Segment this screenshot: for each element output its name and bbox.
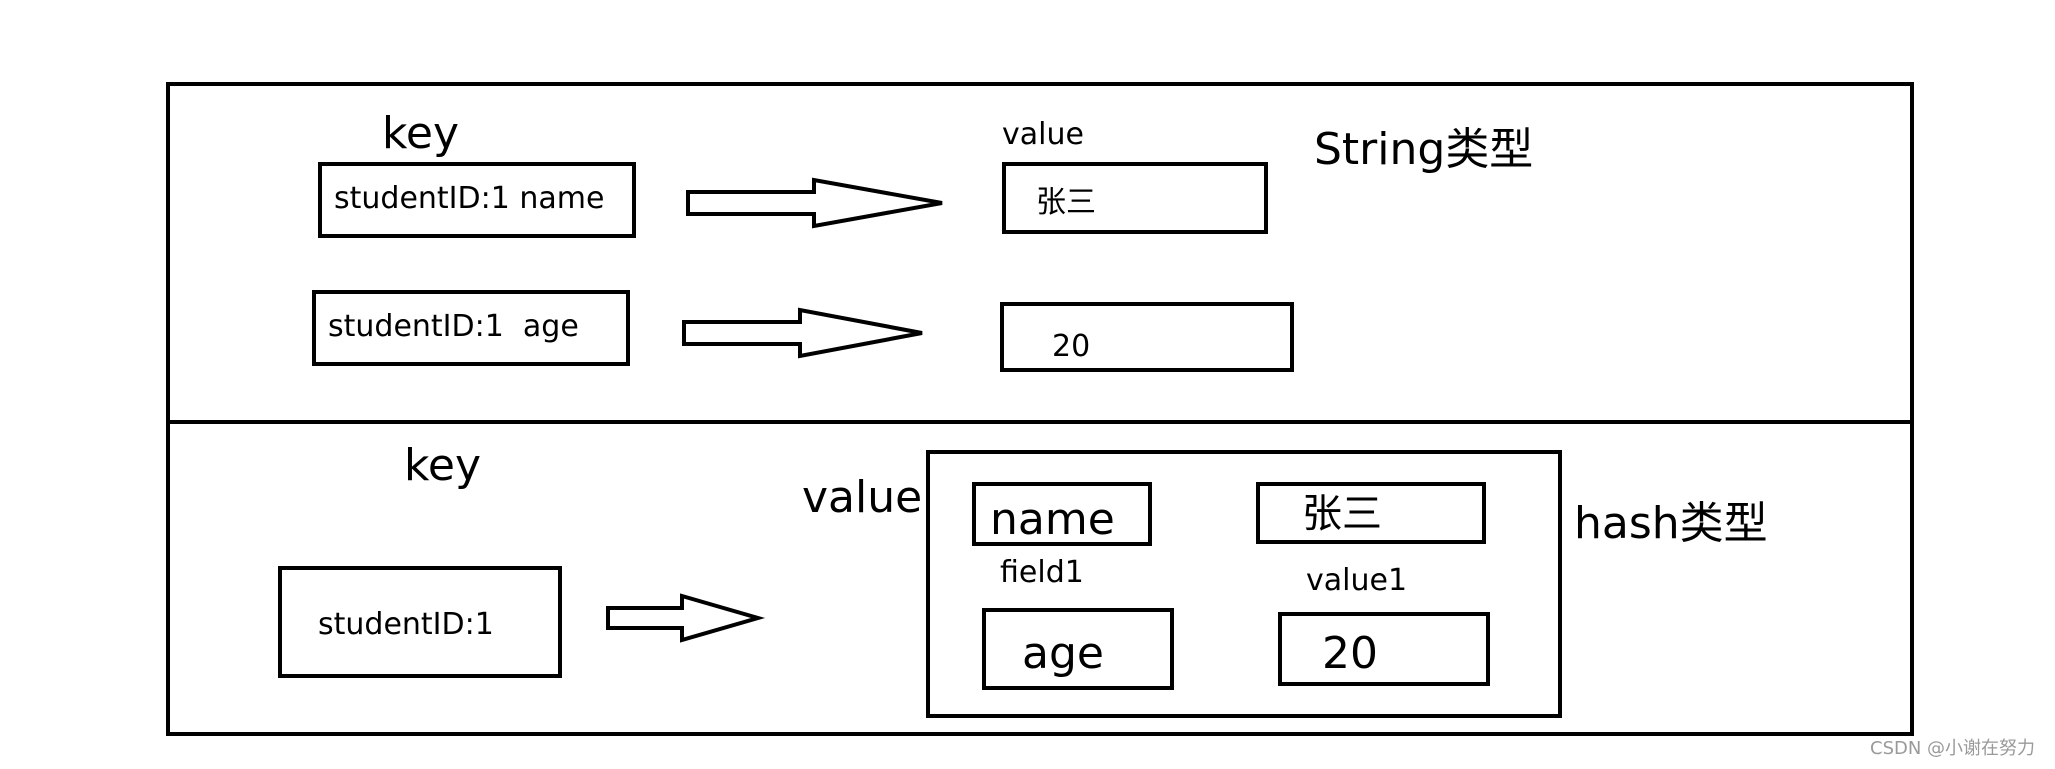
string-key-text-age: studentID:1 age <box>328 309 579 344</box>
hash-arrow <box>606 593 766 643</box>
hash-value-box-name: 张三 <box>1256 482 1486 544</box>
hash-key-box: studentID:1 <box>278 566 562 678</box>
hash-key-text: studentID:1 <box>318 607 494 642</box>
string-value-text-name: 张三 <box>1036 185 1096 220</box>
string-value-box-age: 20 <box>1000 302 1294 372</box>
hash-value-label: value <box>802 472 923 523</box>
string-key-label: key <box>382 108 460 159</box>
hash-value-text-name: 张三 <box>1302 491 1382 537</box>
hash-value-text-age: 20 <box>1322 628 1378 679</box>
hash-value-caption: value1 <box>1306 563 1408 598</box>
hash-key-label: key <box>404 440 482 491</box>
watermark-text: CSDN @小谢在努力 <box>1870 738 2036 759</box>
string-value-box-name: 张三 <box>1002 162 1268 234</box>
string-type-label: String类型 <box>1314 124 1534 175</box>
hash-field-text-age: age <box>1022 628 1104 679</box>
string-arrow-name <box>686 177 943 229</box>
hash-field-box-age: age <box>982 608 1174 690</box>
hash-field-caption: field1 <box>1000 555 1084 590</box>
hash-value-container <box>926 450 1562 718</box>
string-key-box-age: studentID:1 age <box>312 290 630 366</box>
string-key-text-name: studentID:1 name <box>334 181 605 216</box>
hash-field-box-name: name <box>972 482 1152 546</box>
diagram-frame <box>166 82 1914 736</box>
hash-value-box-age: 20 <box>1278 612 1490 686</box>
string-value-label: value <box>1002 117 1084 152</box>
hash-type-label: hash类型 <box>1574 498 1768 549</box>
hash-field-text-name: name <box>990 494 1115 545</box>
string-value-text-age: 20 <box>1052 329 1091 364</box>
string-key-box-name: studentID:1 name <box>318 162 636 238</box>
string-arrow-age <box>682 307 923 359</box>
section-divider <box>166 420 1914 424</box>
